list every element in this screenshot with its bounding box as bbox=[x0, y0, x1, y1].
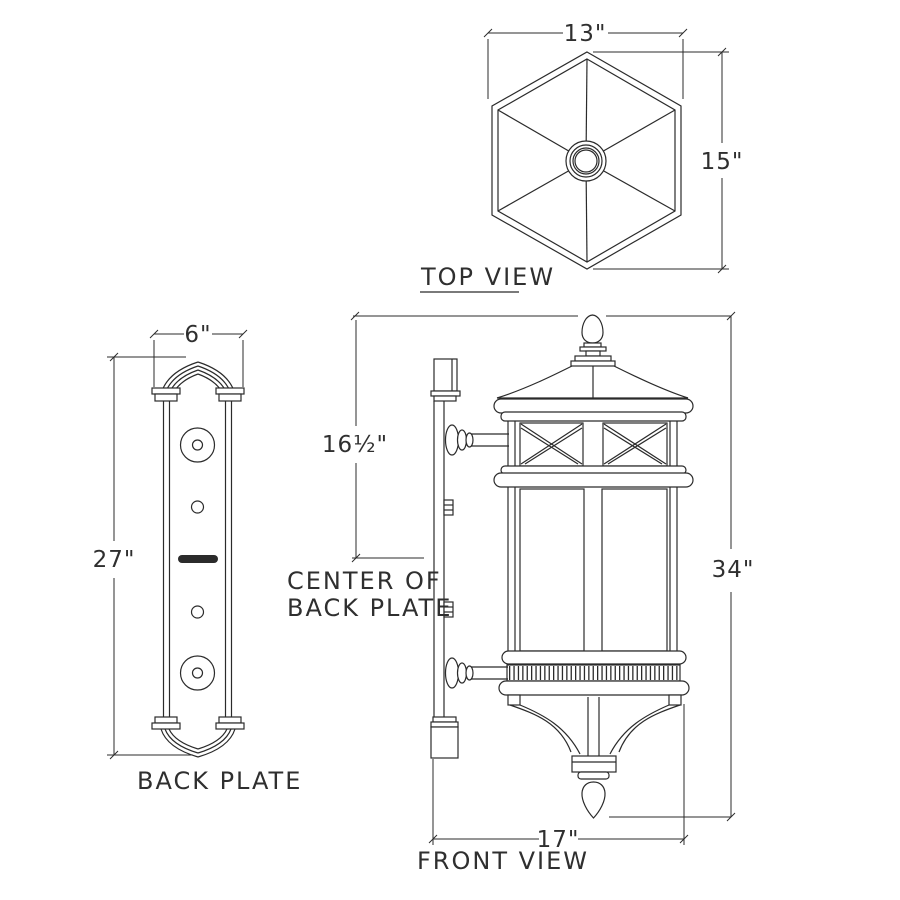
dim-27in: 27" bbox=[93, 352, 193, 760]
center-note-line2: BACK PLATE bbox=[287, 594, 452, 622]
lantern-roof bbox=[496, 365, 689, 399]
dim-27in-text: 27" bbox=[93, 547, 136, 573]
mount-arm-lower bbox=[444, 657, 508, 689]
screw-hole-lower bbox=[190, 605, 205, 619]
back-plate-label: BACK PLATE bbox=[137, 767, 302, 795]
x-brace-left bbox=[520, 423, 583, 465]
screw-hole-upper bbox=[190, 500, 205, 514]
x-brace-section bbox=[507, 421, 678, 467]
bottom-finial-ring bbox=[577, 771, 610, 780]
dim-34in: 34" bbox=[609, 311, 755, 822]
top-view-label: TOP VIEW bbox=[420, 263, 555, 291]
top-view: 13" 15" TOP VIEW bbox=[420, 21, 744, 293]
post-clip-lower bbox=[443, 601, 454, 618]
center-of-back-plate-note: CENTER OF BACK PLATE bbox=[287, 567, 452, 622]
dim-6in: 6" bbox=[149, 322, 248, 387]
dim-13in: 13" bbox=[483, 21, 688, 99]
mount-hole-bottom-center bbox=[191, 667, 204, 679]
dim-13in-text: 13" bbox=[564, 21, 607, 47]
mount-hole-bottom bbox=[179, 655, 216, 691]
dim-17in-text: 17" bbox=[537, 827, 580, 853]
top-band bbox=[493, 398, 694, 422]
lantern-finial bbox=[570, 314, 616, 367]
back-plate-view: 6" 27" BACK PLATE bbox=[93, 322, 302, 795]
finial-top-circles bbox=[565, 140, 607, 182]
bottom-bands bbox=[498, 650, 690, 696]
bracket-collar bbox=[571, 755, 617, 773]
glass-frame bbox=[507, 487, 678, 652]
center-note-line1: CENTER OF bbox=[287, 567, 442, 595]
hexagon-inner bbox=[497, 58, 676, 263]
dim-16-5in-text: 16½" bbox=[322, 432, 388, 458]
back-plate-body bbox=[162, 401, 233, 717]
dim-15in-text: 15" bbox=[701, 149, 744, 175]
post-clip-upper bbox=[443, 499, 454, 516]
dim-34in-text: 34" bbox=[712, 557, 755, 583]
dim-16-5in: 16½" bbox=[322, 311, 731, 563]
mount-slot bbox=[178, 555, 218, 563]
dim-15in: 15" bbox=[593, 47, 744, 274]
hexagon-outer bbox=[491, 51, 682, 270]
middle-band bbox=[493, 465, 694, 488]
glass-panel-right bbox=[601, 488, 668, 652]
mount-hole-top bbox=[179, 427, 216, 463]
mount-hole-top-center bbox=[191, 439, 204, 451]
dim-17in: 17" bbox=[428, 704, 689, 853]
back-plate-top-caps bbox=[151, 387, 245, 402]
wall-post bbox=[430, 358, 461, 759]
mount-arm-upper bbox=[444, 424, 509, 456]
bottom-finial bbox=[581, 781, 606, 819]
glass-panel-left bbox=[519, 488, 585, 652]
front-view-label: FRONT VIEW bbox=[417, 847, 589, 875]
dim-6in-text: 6" bbox=[184, 322, 211, 348]
x-brace-right bbox=[603, 423, 667, 465]
front-view: 16½" CENTER OF BACK PLATE 34" bbox=[287, 311, 755, 875]
back-plate-bottom-point bbox=[160, 728, 236, 758]
main-glass-section bbox=[507, 487, 678, 652]
x-section-frame bbox=[507, 421, 678, 466]
back-plate-bottom-caps bbox=[151, 716, 245, 730]
scroll-bracket bbox=[507, 694, 682, 819]
